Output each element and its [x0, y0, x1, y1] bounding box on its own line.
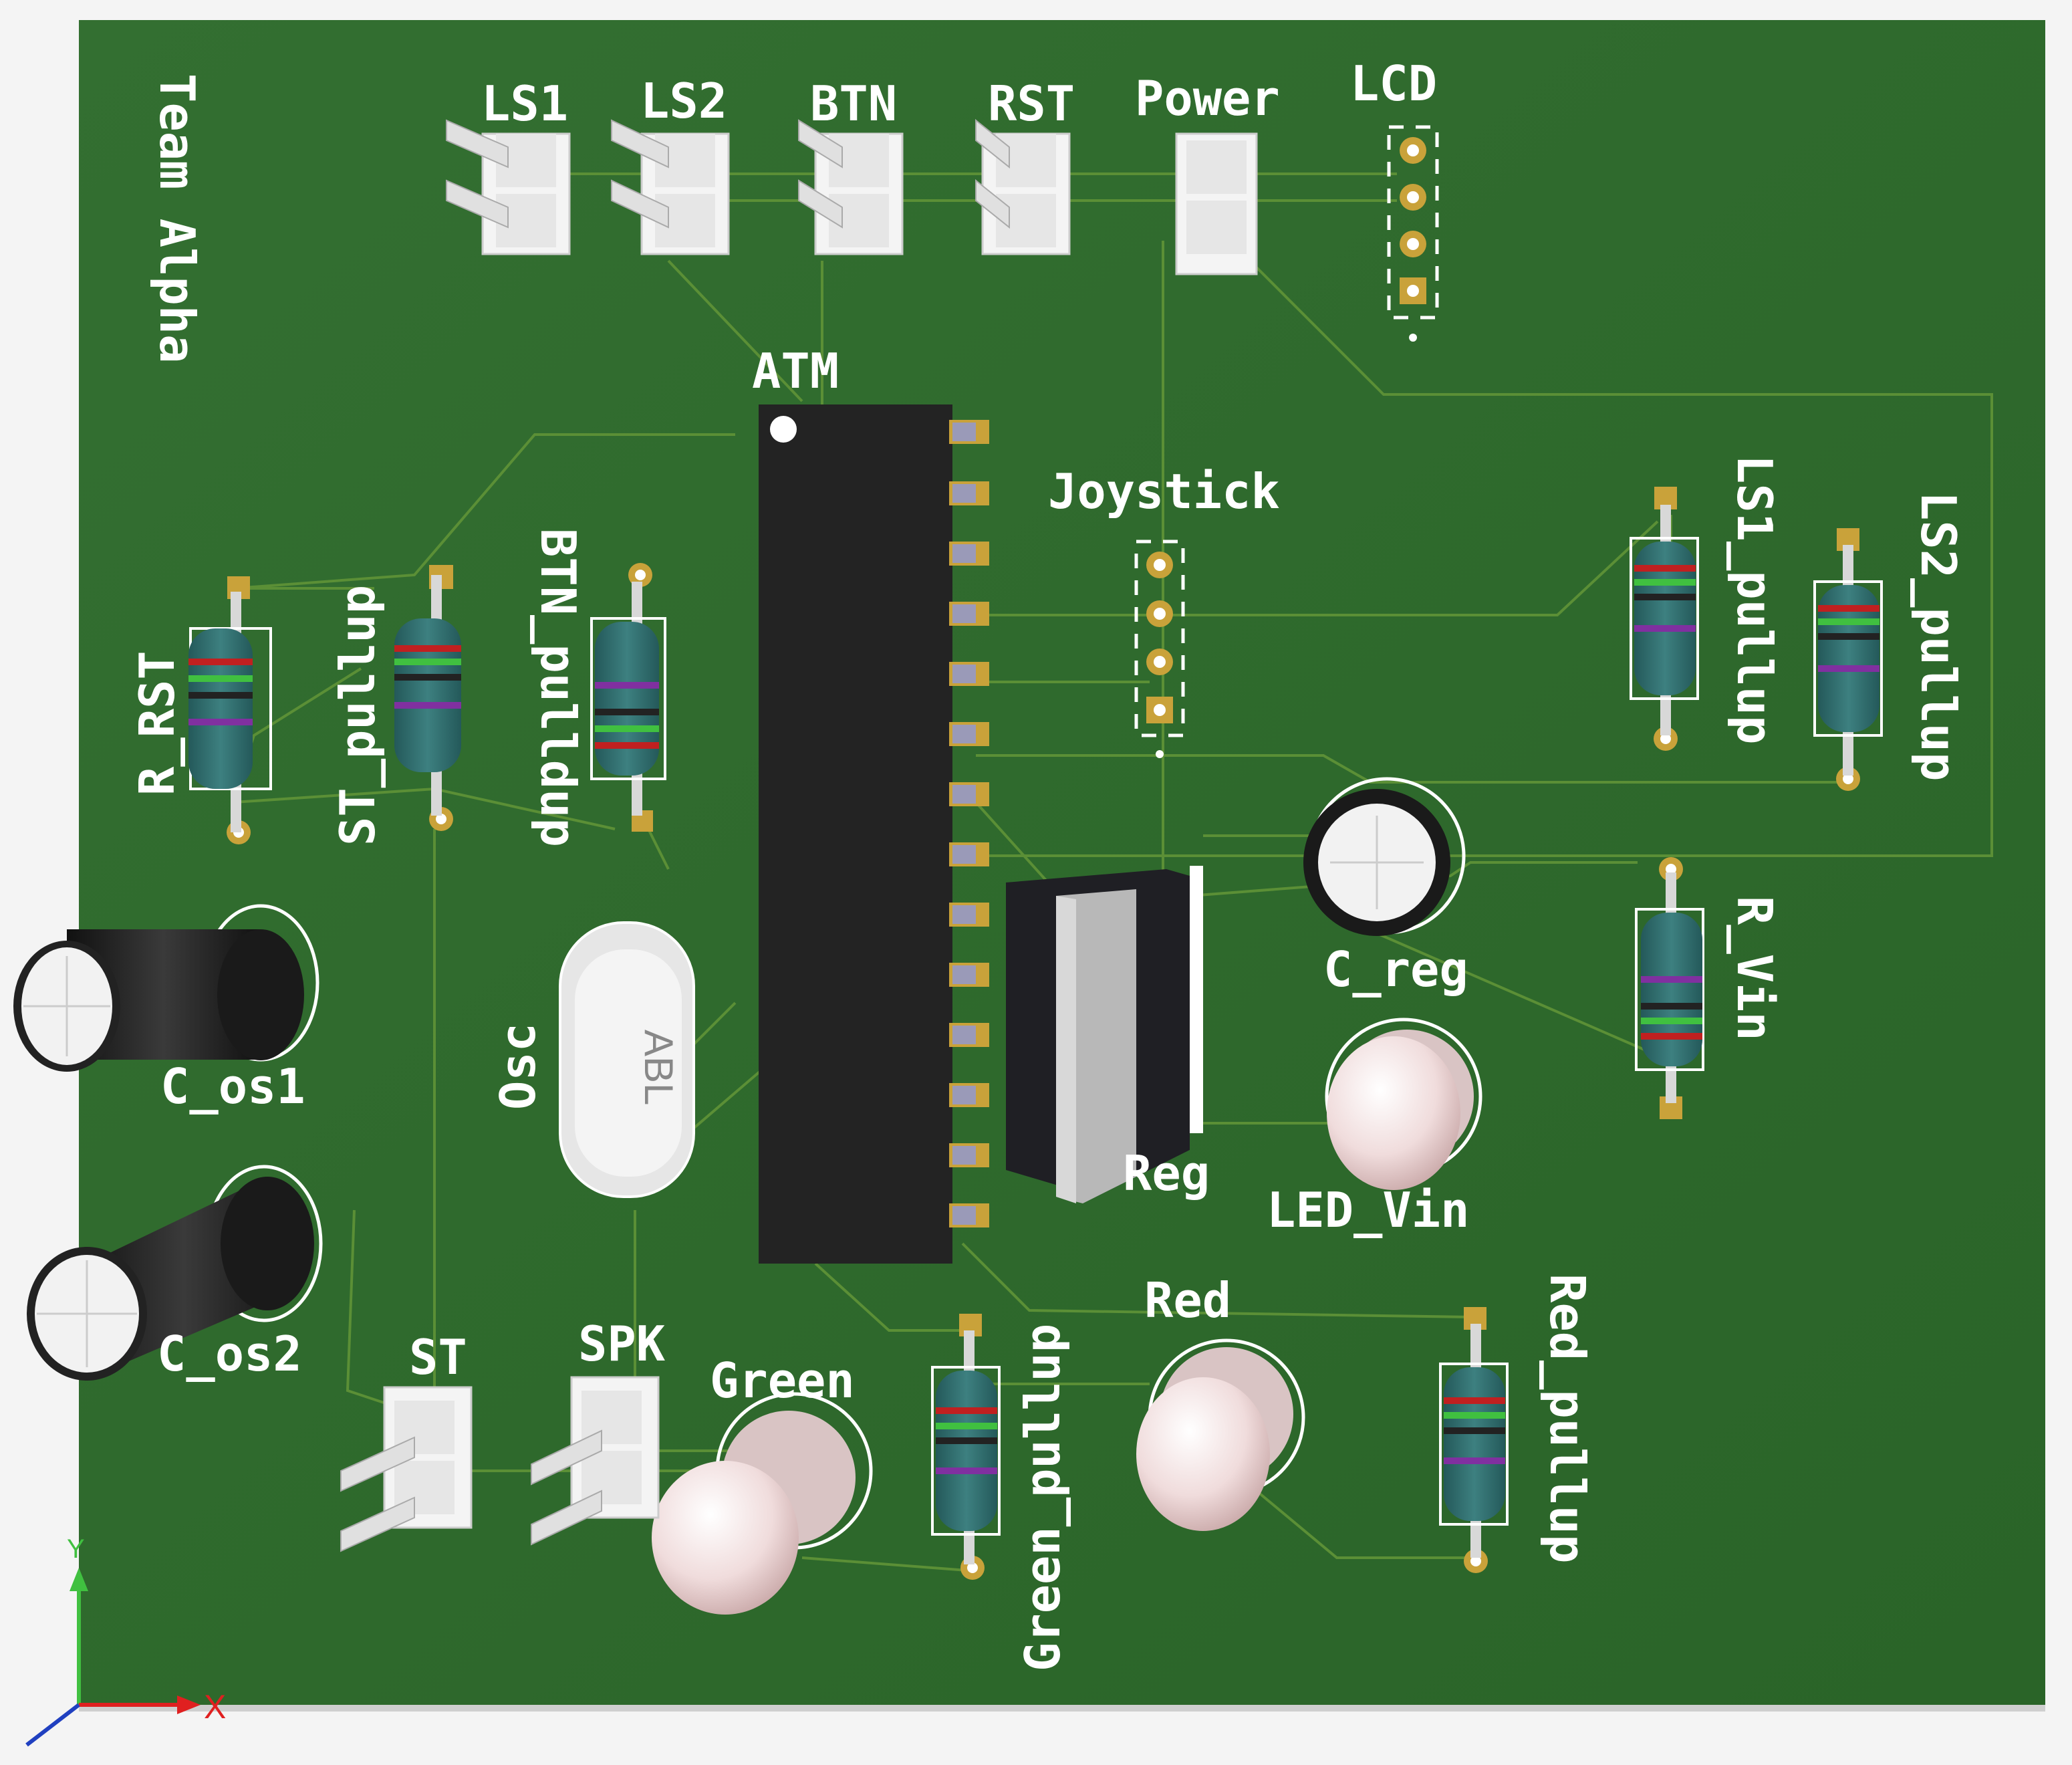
resistor-btn-pulldup: BTN_pulldup	[530, 528, 666, 847]
c-os2-label: C_os2	[157, 1326, 302, 1382]
resistor-r-vin: R_Vin	[1635, 857, 1783, 1119]
capacitor-c-reg: C_reg	[1303, 777, 1468, 997]
red-pullup-label: Red_pullup	[1539, 1274, 1595, 1563]
connector-btn: BTN	[798, 76, 904, 255]
connector-ls1-label: LS1	[481, 76, 568, 132]
connector-power-label: Power	[1135, 70, 1280, 126]
voltage-regulator: Reg	[1006, 866, 1210, 1203]
axis-gizmo: Y X	[25, 1534, 226, 1747]
atm-microcontroller: ATM	[752, 343, 989, 1264]
connector-ls2-label: LS2	[640, 73, 727, 129]
led-red: Red	[1136, 1272, 1305, 1531]
connector-rst: RST	[975, 76, 1075, 255]
resistor-ls1-pullup: LS1_pullup	[1630, 455, 1783, 751]
r-vin-label: R_Vin	[1726, 896, 1783, 1041]
connector-lcd-label: LCD	[1350, 55, 1437, 112]
osc-label: Osc	[490, 1023, 546, 1110]
joystick-label: Joystick	[1048, 463, 1280, 519]
connector-spk: SPK	[531, 1316, 666, 1546]
connector-spk-label: SPK	[578, 1316, 666, 1372]
led-vin: LED_Vin	[1267, 1018, 1482, 1238]
st-pullup-label: ST_pullup	[330, 585, 386, 846]
resistor-green-pullup: Green_pullup	[931, 1314, 1071, 1671]
connector-rst-label: RST	[988, 76, 1075, 132]
led-vin-label: LED_Vin	[1267, 1182, 1469, 1238]
led-green-label: Green	[710, 1352, 855, 1409]
crystal-oscillator: ABL Osc	[490, 921, 695, 1198]
regulator-label: Reg	[1123, 1145, 1210, 1201]
ls2-pullup-label: LS2_pullup	[1910, 491, 1966, 781]
r-rst-label: R_RST	[129, 651, 185, 796]
c-os1-label: C_os1	[160, 1058, 305, 1114]
team-label: Team Alpha	[149, 74, 205, 363]
c-reg-label: C_reg	[1323, 941, 1468, 997]
board-edge	[79, 1705, 2045, 1712]
osc-marking: ABL	[636, 1030, 681, 1105]
connector-lcd: LCD	[1350, 55, 1439, 342]
green-pullup-label: Green_pullup	[1015, 1324, 1071, 1671]
atm-label: ATM	[752, 343, 839, 399]
led-red-label: Red	[1144, 1272, 1231, 1328]
resistor-ls2-pullup: LS2_pullup	[1813, 491, 1966, 791]
connector-ls2: LS2	[611, 73, 730, 255]
joystick-header: Joystick	[1048, 463, 1280, 758]
resistor-st-pullup: ST_pullup	[330, 565, 461, 846]
connector-power: Power	[1135, 70, 1280, 275]
capacitor-c-os1: C_os1	[13, 904, 319, 1114]
connector-st-label: ST	[409, 1329, 467, 1385]
ls1-pullup-label: LS1_pullup	[1726, 455, 1783, 744]
btn-pulldup-label: BTN_pulldup	[530, 528, 586, 847]
z-axis-line	[25, 1703, 80, 1747]
connector-ls1: LS1	[446, 76, 571, 255]
capacitor-c-os2: C_os2	[27, 1165, 323, 1382]
y-axis-label: Y	[67, 1534, 85, 1564]
led-green: Green	[652, 1352, 873, 1615]
connector-btn-label: BTN	[810, 76, 897, 132]
connector-st: ST	[340, 1329, 473, 1552]
x-axis-label: X	[204, 1688, 226, 1726]
resistor-red-pullup: Red_pullup	[1439, 1274, 1595, 1573]
resistor-r-rst: R_RST	[129, 576, 272, 844]
